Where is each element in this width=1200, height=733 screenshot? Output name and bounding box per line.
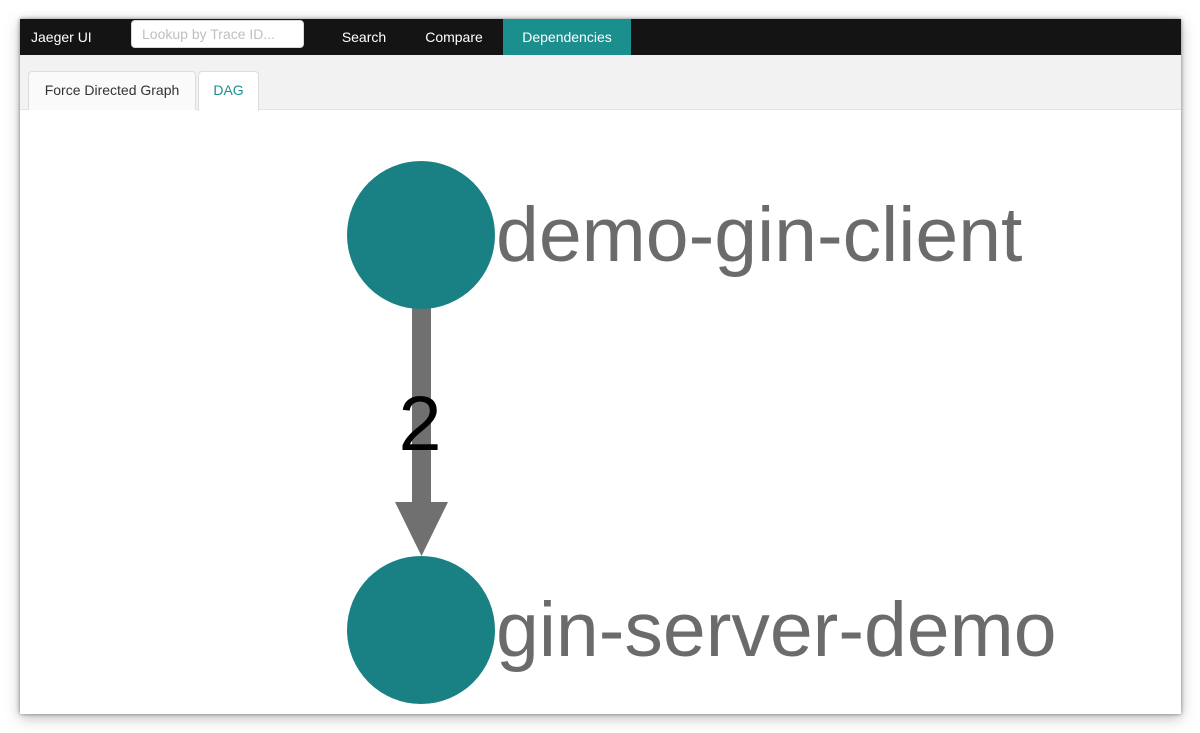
nav-dependencies-link[interactable]: Dependencies — [503, 19, 631, 55]
dag-node-gin-server-demo[interactable]: gin-server-demo — [347, 556, 1057, 704]
nav-compare-link[interactable]: Compare — [425, 29, 483, 45]
top-navigation-bar: Jaeger UI Search Compare Dependencies — [20, 19, 1181, 55]
node-label-gin-server-demo: gin-server-demo — [496, 587, 1057, 673]
trace-id-lookup-input[interactable] — [131, 20, 304, 48]
dag-node-demo-gin-client[interactable]: demo-gin-client — [347, 161, 1022, 309]
edge-call-count-label: 2 — [399, 381, 442, 467]
edge-line — [412, 307, 431, 503]
tab-dag[interactable]: DAG — [198, 71, 259, 111]
tab-force-directed-graph[interactable]: Force Directed Graph — [28, 71, 196, 110]
jaeger-ui-home-link[interactable]: Jaeger UI — [31, 29, 92, 45]
app-window: Jaeger UI Search Compare Dependencies Fo… — [20, 19, 1181, 714]
edge-arrowhead — [395, 502, 448, 556]
dag-edge[interactable] — [395, 307, 448, 556]
node-circle — [347, 161, 495, 309]
node-label-demo-gin-client: demo-gin-client — [496, 192, 1022, 278]
nav-search-link[interactable]: Search — [341, 29, 387, 45]
node-circle — [347, 556, 495, 704]
dag-graph: 2 demo-gin-client gin-server-demo — [347, 161, 1057, 704]
dependencies-tab-bar: Force Directed Graph DAG — [20, 55, 1181, 111]
